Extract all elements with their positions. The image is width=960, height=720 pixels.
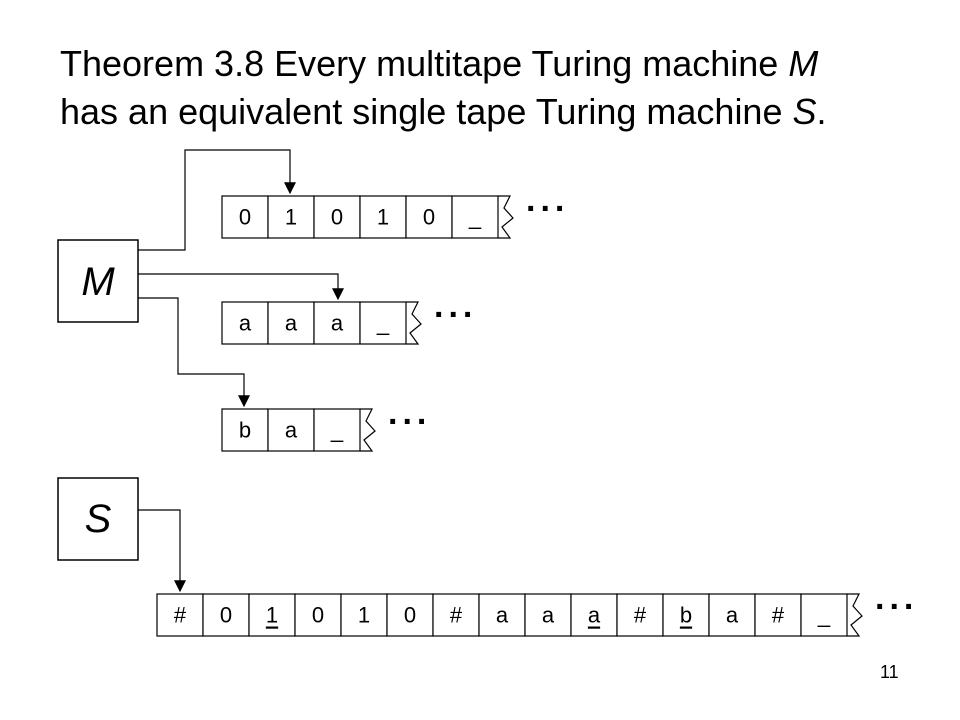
tape-symbol: a bbox=[331, 311, 344, 336]
tape-cell bbox=[405, 195, 453, 239]
title-line-1: Theorem 3.8 Every multitape Turing machi… bbox=[60, 40, 920, 88]
tape-symbol: _ bbox=[330, 418, 344, 443]
head-connector-tape-2 bbox=[138, 273, 344, 301]
tape-cell bbox=[800, 593, 848, 637]
tape-symbol: 1 bbox=[377, 205, 389, 230]
ellipsis-more: ... bbox=[434, 287, 477, 325]
ellipsis-more: ... bbox=[875, 579, 918, 617]
tape-symbol: a bbox=[542, 603, 555, 628]
tape-symbol: 1 bbox=[285, 205, 297, 230]
tape-cell bbox=[359, 301, 407, 345]
tape-cell bbox=[708, 593, 756, 637]
tape-symbol: # bbox=[450, 603, 463, 628]
head-connector-single-tape bbox=[138, 509, 186, 593]
head-connector-tape-1 bbox=[138, 149, 296, 251]
tape-cell bbox=[451, 195, 499, 239]
tapes: 0 1 0 1 0 _... a a a _... b a _... #0 1 0 1 0 # a a a # b a # _... bbox=[156, 181, 918, 637]
tape-cell bbox=[248, 593, 296, 637]
single-tape: #0 1 0 1 0 # a a a # b a # _... bbox=[156, 579, 918, 637]
tape-cell bbox=[662, 593, 710, 637]
tape-cell bbox=[313, 195, 361, 239]
tape-cell bbox=[267, 195, 315, 239]
tape-symbol: # bbox=[634, 603, 647, 628]
tape-cell bbox=[616, 593, 664, 637]
tape-symbol: 0 bbox=[220, 603, 232, 628]
tape-symbol: 1 bbox=[358, 603, 370, 628]
title-machine-m: M bbox=[788, 43, 819, 84]
torn-tape-edge bbox=[360, 408, 376, 452]
tape-cell bbox=[570, 593, 618, 637]
machine-m-label: M bbox=[81, 260, 115, 304]
tape-symbol: 0 bbox=[404, 603, 416, 628]
tape-cell bbox=[267, 301, 315, 345]
tape-symbol: a bbox=[285, 418, 298, 443]
tape-symbol: a bbox=[726, 603, 739, 628]
tape-cell bbox=[221, 408, 269, 452]
tape-symbol: 0 bbox=[423, 205, 435, 230]
tape-symbol: 0 bbox=[239, 205, 251, 230]
tape-symbol: # bbox=[174, 603, 187, 628]
tape-symbol: a bbox=[239, 311, 252, 336]
tape-1: 0 1 0 1 0 _... bbox=[221, 181, 569, 239]
tape-cell bbox=[221, 195, 269, 239]
tape-symbol: 0 bbox=[312, 603, 324, 628]
ellipsis-more: ... bbox=[526, 181, 569, 219]
tape-symbol: a bbox=[496, 603, 509, 628]
machine-m-box: M bbox=[57, 239, 139, 323]
tape-cell bbox=[340, 593, 388, 637]
torn-tape-edge bbox=[847, 593, 863, 637]
tape-cell bbox=[359, 195, 407, 239]
title-line2-prefix: has an equivalent single tape Turing mac… bbox=[60, 91, 793, 132]
tape-cell bbox=[202, 593, 250, 637]
tape-symbol: b bbox=[239, 418, 251, 443]
tape-2: a a a _... bbox=[221, 287, 477, 345]
tape-symbol-head-marked: 1 bbox=[266, 603, 278, 628]
tape-cell bbox=[156, 593, 204, 637]
tape-symbol: _ bbox=[376, 311, 390, 336]
machine-s-label: S bbox=[85, 497, 112, 541]
tape-symbol: a bbox=[285, 311, 298, 336]
tape-3: b a _... bbox=[221, 394, 431, 452]
slide-title: Theorem 3.8 Every multitape Turing machi… bbox=[60, 40, 920, 136]
tape-cell bbox=[524, 593, 572, 637]
tape-cell bbox=[221, 301, 269, 345]
tape-symbol: _ bbox=[468, 205, 482, 230]
tape-symbol: # bbox=[772, 603, 785, 628]
tape-symbol-head-marked: b bbox=[680, 603, 692, 628]
title-line-2: has an equivalent single tape Turing mac… bbox=[60, 88, 920, 136]
tape-symbol: 0 bbox=[331, 205, 343, 230]
torn-tape-edge bbox=[498, 195, 514, 239]
ellipsis-more: ... bbox=[388, 394, 431, 432]
page-number: 11 bbox=[880, 662, 899, 682]
tape-symbol: _ bbox=[817, 603, 831, 628]
title-prefix: Theorem 3.8 Every multitape Turing machi… bbox=[60, 43, 789, 84]
machine-s-box: S bbox=[57, 477, 139, 561]
tape-cell bbox=[478, 593, 526, 637]
title-machine-s: S bbox=[792, 91, 817, 132]
tape-symbol-head-marked: a bbox=[588, 603, 601, 628]
head-connector-tape-3 bbox=[138, 297, 250, 408]
title-period: . bbox=[816, 91, 827, 132]
tape-cell bbox=[267, 408, 315, 452]
torn-tape-edge bbox=[406, 301, 422, 345]
tape-cell bbox=[294, 593, 342, 637]
tape-cell bbox=[313, 408, 361, 452]
tape-cell bbox=[754, 593, 802, 637]
